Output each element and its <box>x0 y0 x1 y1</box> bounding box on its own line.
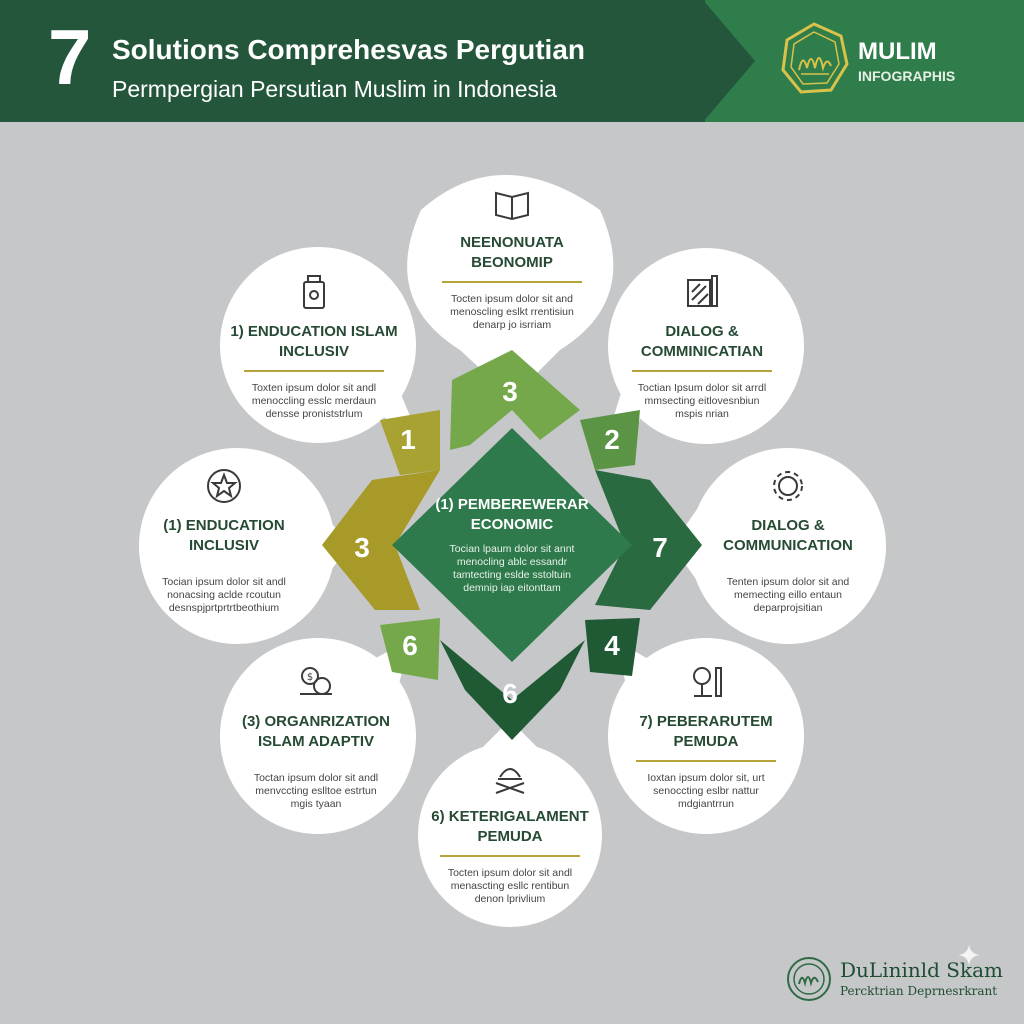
bubble-title: (3) ORGANRIZATION ISLAM ADAPTIV <box>241 713 391 750</box>
bubble-text: Tocten ipsum dolor sit andl menascting e… <box>447 867 573 905</box>
bubble-left: (1) ENDUCATION INCLUSIV Tocian ipsum dol… <box>136 466 312 615</box>
bubble-tail-bottom <box>470 720 550 760</box>
segment-shape-right <box>595 470 702 610</box>
segment-number-left: 3 <box>354 532 370 563</box>
bubble-divider <box>440 855 580 857</box>
bubble-shape-upper-right <box>608 248 804 444</box>
segment-shape-top <box>450 350 580 450</box>
bubble-shape-lower-right <box>608 638 804 834</box>
bubble-lower-right: 7) PEBERARUTEM PEMUDA Ioxtan ipsum dolor… <box>618 662 794 811</box>
bubble-text: Tenten ipsum dolor sit and memecting eil… <box>726 576 850 614</box>
mosque-icon <box>495 768 525 794</box>
bubble-text: Tocten ipsum dolor sit and menoscling es… <box>450 293 574 331</box>
bottle-icon <box>303 275 325 309</box>
segment-number-right: 7 <box>652 532 668 563</box>
segment-number-lower-left: 6 <box>402 630 418 661</box>
page-title: Solutions Comprehesvas Pergutian <box>112 34 585 65</box>
segment-number-upper-left: 1 <box>400 424 416 455</box>
bubble-text: Toctian Ipsum dolor sit arrdl mmsecting … <box>637 382 767 420</box>
brand-name: MULIM <box>858 38 937 65</box>
segment-number-upper-right: 2 <box>604 424 620 455</box>
footer-name: DuLininld Skam <box>840 958 1004 982</box>
bubble-divider <box>636 760 776 762</box>
bubble-title: DIALOG & COMMINICATIAN <box>640 323 764 360</box>
header-banner: 7 Solutions Comprehesvas Pergutian Permp… <box>0 0 1024 122</box>
star-circle-icon <box>207 469 241 503</box>
bubble-divider <box>442 281 582 283</box>
bubble-right: DIALOG & COMMUNICATION Tenten ipsum dolo… <box>700 466 876 615</box>
center-text: Tocian lpaum dolor sit annt menocling ab… <box>449 543 575 594</box>
bubble-upper-left: 1) ENDUCATION ISLAM INCLUSIV Toxten ipsu… <box>226 272 402 421</box>
segment-shape-lower-right <box>585 618 640 676</box>
svg-text:$: $ <box>307 672 313 683</box>
lamp-icon <box>693 667 722 697</box>
bubble-title: 7) PEBERARUTEM PEMUDA <box>639 713 773 750</box>
segment-shape-upper-left <box>380 410 440 475</box>
bubble-shape-bottom <box>418 743 602 927</box>
center-diamond <box>392 428 632 662</box>
gear-icon <box>773 471 803 501</box>
bubble-text: Toctan ipsum dolor sit andl menvccting e… <box>253 772 379 810</box>
bubble-divider <box>244 370 384 372</box>
bubble-text: Toxten ipsum dolor sit andl menoccling e… <box>251 382 377 420</box>
bubble-bottom: 6) KETERIGALAMENT PEMUDA Tocten ipsum do… <box>422 757 598 906</box>
center-content: (1) PEMBEREWERAR ECONOMIC Tocian lpaum d… <box>412 495 612 595</box>
bubble-shape-lower-left <box>220 638 416 834</box>
open-book-icon <box>495 191 529 221</box>
money-icon: $ <box>300 667 332 695</box>
bubble-text: Tocian ipsum dolor sit andl nonacsing ac… <box>162 576 286 614</box>
bubble-title: (1) ENDUCATION INCLUSIV <box>163 517 285 554</box>
document-icon <box>687 275 718 307</box>
brand-subtitle: INFOGRAPHIS <box>858 68 956 84</box>
segment-shape-upper-right <box>580 410 640 470</box>
segment-number-lower-right: 4 <box>604 630 620 661</box>
center-title: (1) PEMBEREWERAR ECONOMIC <box>435 496 589 533</box>
sparkle-icon <box>958 944 980 966</box>
bubble-shape-top <box>407 175 614 398</box>
bubble-title: DIALOG & COMMUNICATION <box>723 517 853 554</box>
header-number: 7 <box>48 13 92 101</box>
bubble-title: NEENONUATA BEONOMIP <box>460 234 564 271</box>
bubble-title: 6) KETERIGALAMENT PEMUDA <box>431 808 589 845</box>
segment-number-top: 3 <box>502 376 518 407</box>
bubble-divider <box>632 370 772 372</box>
solutions-diagram <box>139 175 886 927</box>
diagram-segments <box>322 350 702 740</box>
bubble-top: NEENONUATA BEONOMIP Tocten ipsum dolor s… <box>424 183 600 332</box>
bubble-shape-left <box>139 448 335 644</box>
segment-number-bottom: 6 <box>502 678 518 709</box>
segment-shape-left <box>322 470 440 610</box>
bubble-text: Ioxtan ipsum dolor sit, urt senoccting e… <box>647 772 765 810</box>
header-brand-band <box>703 0 1024 122</box>
bubble-title: 1) ENDUCATION ISLAM INCLUSIV <box>230 323 398 360</box>
bubble-upper-right: DIALOG & COMMINICATIAN Toctian Ipsum dol… <box>614 272 790 421</box>
footer-subtitle: Percktrian Deprnesrkrant <box>840 984 998 998</box>
segment-shape-lower-left <box>380 618 440 680</box>
bubble-shape-upper-left <box>220 247 416 443</box>
footer-logo-icon <box>787 957 831 1001</box>
bubble-shape-right <box>690 448 886 644</box>
calligraphy-logo-icon <box>781 22 849 94</box>
bubble-backgrounds <box>139 175 886 927</box>
page-subtitle: Permpergian Persutian Muslim in Indonesi… <box>112 76 557 102</box>
segment-shape-bottom <box>440 640 585 740</box>
bubble-lower-left: $ (3) ORGANRIZATION ISLAM ADAPTIV Toctan… <box>228 662 404 811</box>
